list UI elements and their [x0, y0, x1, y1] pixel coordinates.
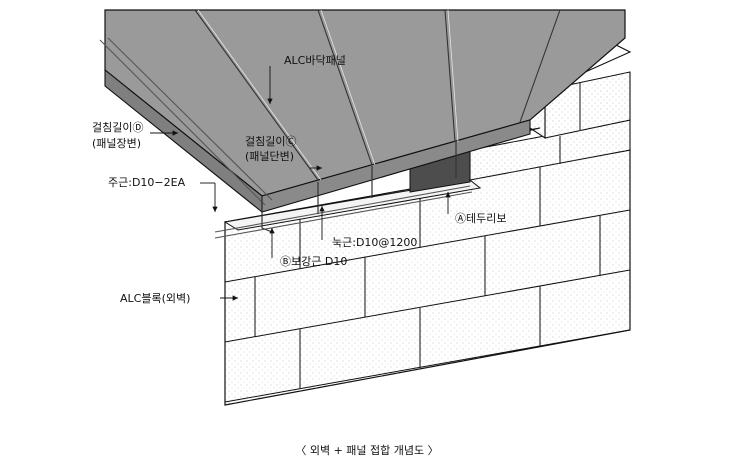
- block-joint-lines: [254, 166, 601, 389]
- label-main-rebar: 주근:D10−2EA: [108, 176, 186, 189]
- wall-top-surface: [223, 179, 482, 231]
- main-rebar: [99, 37, 473, 239]
- label-overlap-long-1: 걸침길이Ⓓ: [92, 121, 143, 134]
- label-anchor-rebar: 눅근:D10@1200: [332, 236, 417, 249]
- label-overlap-short-2: (패널단변): [245, 150, 294, 163]
- label-ring-beam: Ⓐ테두리보: [455, 212, 506, 225]
- label-overlap-long-2: (패널장변): [92, 137, 141, 150]
- leader-lines: [150, 66, 451, 301]
- block-course-lines: [224, 209, 631, 403]
- label-floor-panel: ALC바닥패널: [284, 54, 346, 67]
- anchor-rebar: [261, 142, 457, 233]
- alc-floor-panels: [104, 9, 626, 214]
- panel-joints: [194, 9, 561, 181]
- diagram-caption: 〈 외벽 + 패널 접합 개념도 〉: [295, 444, 438, 457]
- label-overlap-short-1: 걸침길이Ⓒ: [245, 135, 296, 148]
- label-reinforcing-bar: Ⓑ보강근 D10: [280, 255, 347, 268]
- label-alc-block: ALC블록(외벽): [120, 292, 190, 305]
